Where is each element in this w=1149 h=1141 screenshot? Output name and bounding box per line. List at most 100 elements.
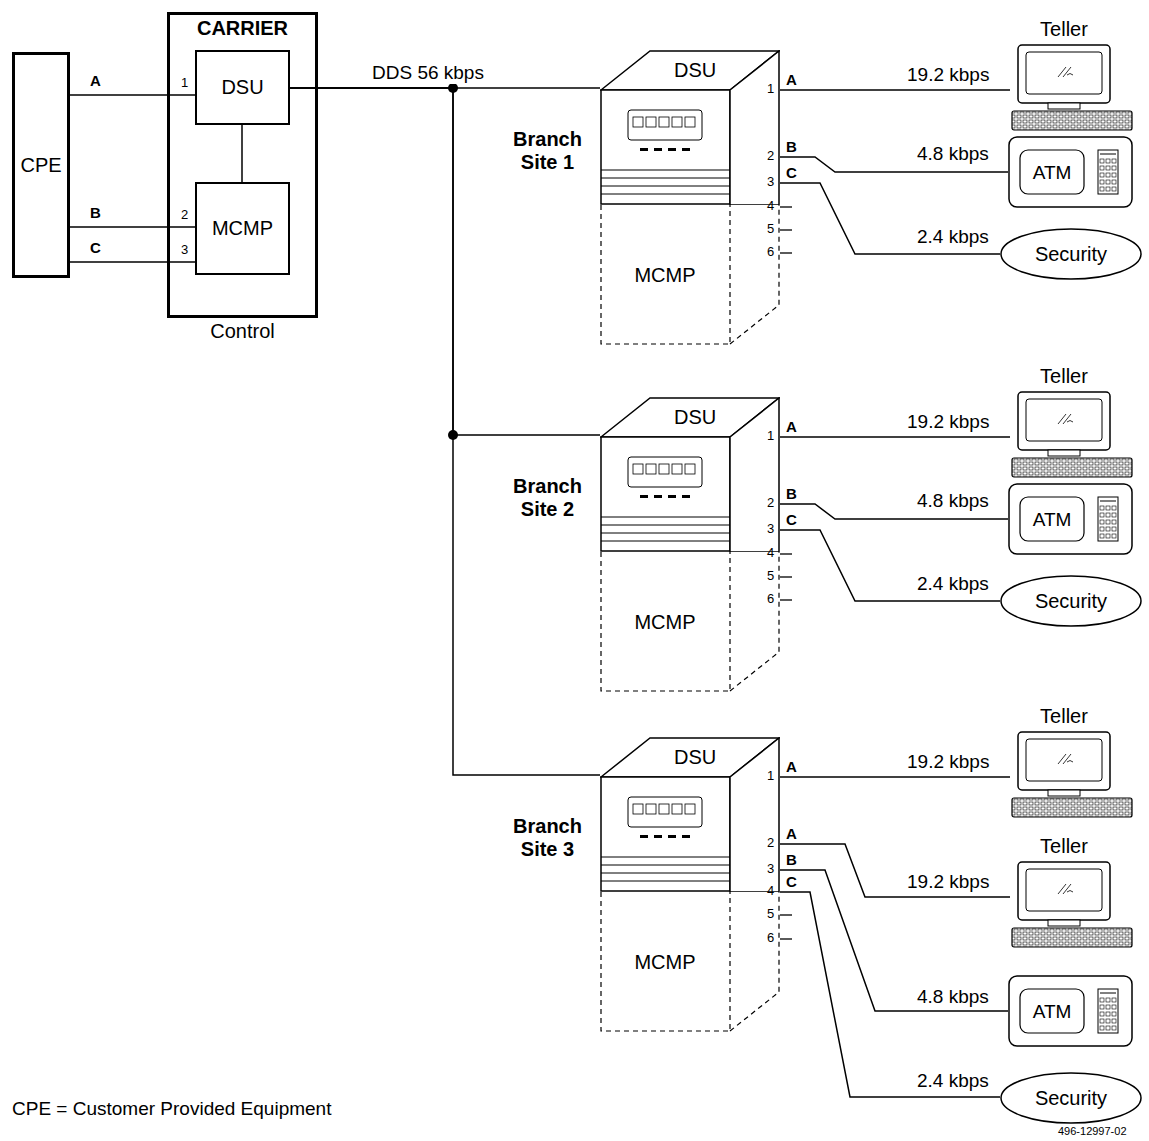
num-label: 4 <box>767 545 774 561</box>
connector <box>290 88 600 435</box>
node-text: MCMP <box>212 217 273 240</box>
ltr-label: A <box>90 72 101 89</box>
card-node: DSU <box>195 50 290 125</box>
terminal-icon <box>1010 861 1140 949</box>
node-text: Security <box>1035 590 1107 613</box>
ltr-label: B <box>786 485 797 502</box>
ltr-label: B <box>90 204 101 221</box>
ltr-label: A <box>786 418 797 435</box>
num-label: 4 <box>767 883 774 899</box>
edge-label: 4.8 kbps <box>915 490 991 512</box>
num-label: 1 <box>181 75 188 91</box>
ltr-label: C <box>786 511 797 528</box>
connector <box>241 125 243 182</box>
teller-node: Teller <box>1010 705 1140 819</box>
port-stub <box>780 938 792 939</box>
num-label: 5 <box>767 221 774 237</box>
num-label: 6 <box>767 244 774 260</box>
node-text: ATM <box>1033 508 1072 531</box>
num-label: 4 <box>767 198 774 214</box>
ltr-label: B <box>786 851 797 868</box>
port-stub <box>780 206 792 207</box>
code-label: 496-12997-02 <box>1058 1125 1127 1138</box>
connector <box>780 530 1000 601</box>
mcmp-node: MCMP <box>600 892 780 1032</box>
edge-label: 2.4 kbps <box>915 226 991 248</box>
num-label: 6 <box>767 930 774 946</box>
edge-label: DDS 56 kbps <box>370 62 486 84</box>
node-text: Control <box>210 320 274 343</box>
ltr-label: A <box>786 71 797 88</box>
node-text: CARRIER <box>197 17 288 40</box>
ltr-label: C <box>786 873 797 890</box>
num-label: 6 <box>767 591 774 607</box>
connector <box>70 226 195 228</box>
connector <box>290 88 600 775</box>
connector <box>780 892 1000 1097</box>
node-text: Teller <box>1010 835 1118 858</box>
ltr-label: A <box>786 758 797 775</box>
node-text: DSU <box>674 406 716 429</box>
num-label: 1 <box>767 428 774 444</box>
site-label: Branch Site 3 <box>505 815 590 861</box>
num-label: 2 <box>181 207 188 223</box>
edge-label: 4.8 kbps <box>915 986 991 1008</box>
node-text: Teller <box>1010 18 1118 41</box>
connector <box>780 776 1010 778</box>
edge-label: 19.2 kbps <box>905 411 991 433</box>
node-text: MCMP <box>634 951 695 974</box>
sec-node: Security <box>1000 228 1142 280</box>
node-text: DSU <box>221 76 263 99</box>
num-label: 5 <box>767 568 774 584</box>
edge-label: 2.4 kbps <box>915 573 991 595</box>
node-text: Security <box>1035 1087 1107 1110</box>
teller-node: Teller <box>1010 835 1140 949</box>
site-label: Branch Site 2 <box>505 475 590 521</box>
ltr-label: A <box>786 825 797 842</box>
connector <box>780 183 1000 254</box>
num-label: 1 <box>767 768 774 784</box>
node-text: Teller <box>1010 365 1118 388</box>
sec-node: Security <box>1000 575 1142 627</box>
connector <box>70 261 195 263</box>
atm-node: ATM <box>1008 136 1133 208</box>
terminal-icon <box>1010 391 1140 479</box>
num-label: 3 <box>181 242 188 258</box>
num-label: 3 <box>767 521 774 537</box>
connector <box>780 436 1010 438</box>
atm-node: ATM <box>1008 975 1133 1047</box>
num-label: 3 <box>767 174 774 190</box>
ltr-label: B <box>786 138 797 155</box>
dev-node: DSU <box>600 737 780 892</box>
port-stub <box>780 229 792 230</box>
node-text: ATM <box>1033 1000 1072 1023</box>
edge-label: 19.2 kbps <box>905 64 991 86</box>
dev-node: DSU <box>600 397 780 552</box>
edge-label: 2.4 kbps <box>915 1070 991 1092</box>
node-text: DSU <box>674 746 716 769</box>
edge-label: 4.8 kbps <box>915 143 991 165</box>
port-stub <box>780 252 792 253</box>
node-text: ATM <box>1033 161 1072 184</box>
port-stub <box>780 914 792 915</box>
connector <box>70 94 195 96</box>
node-text: CPE <box>20 154 61 177</box>
edge-label: 19.2 kbps <box>905 751 991 773</box>
box-node: CPE <box>12 52 70 278</box>
num-label: 2 <box>767 835 774 851</box>
num-label: 2 <box>767 495 774 511</box>
ltr-label: C <box>90 239 101 256</box>
num-label: 1 <box>767 81 774 97</box>
atm-node: ATM <box>1008 483 1133 555</box>
ltr-label: C <box>786 164 797 181</box>
carrier-node: CARRIERControlDSUMCMP <box>167 12 318 318</box>
connector <box>780 870 1008 1011</box>
node-text: Teller <box>1010 705 1118 728</box>
sec-node: Security <box>1000 1072 1142 1124</box>
mcmp-node: MCMP <box>600 552 780 692</box>
node-text: MCMP <box>634 264 695 287</box>
num-label: 2 <box>767 148 774 164</box>
site-label: Branch Site 1 <box>505 128 590 174</box>
